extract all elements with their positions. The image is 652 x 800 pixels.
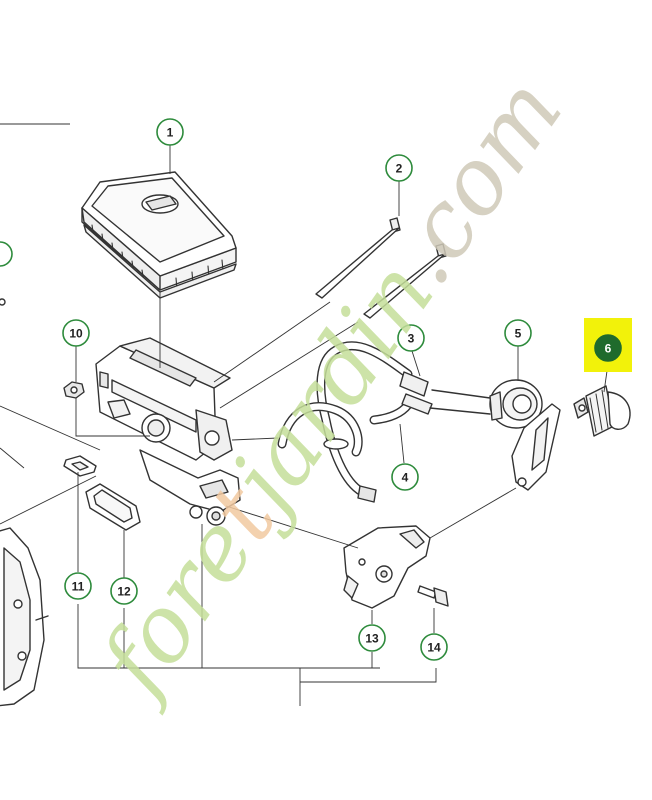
callout-ring [358, 624, 386, 652]
callout-number: 2 [396, 162, 403, 176]
callout-ring [397, 324, 425, 352]
part-choke-lever [343, 525, 431, 609]
callout-11[interactable]: 11 [64, 572, 92, 600]
callout-number: 10 [69, 327, 83, 341]
callout-partial-circle [0, 241, 13, 267]
callout-12[interactable]: 12 [110, 577, 138, 605]
part-primer-housing [489, 379, 561, 491]
callout-1[interactable]: 1 [156, 118, 184, 146]
callout-ring [62, 319, 90, 347]
callout-4[interactable]: 4 [391, 463, 419, 491]
callout-ring [391, 463, 419, 491]
leader-lines [0, 123, 609, 706]
part-bolts [315, 217, 447, 319]
callout-3[interactable]: 3 [397, 324, 425, 352]
callout-number: 13 [365, 632, 379, 646]
callout-number: 3 [408, 332, 415, 346]
callout-6-highlighted[interactable]: 6 [584, 318, 632, 372]
callout-badge [594, 334, 622, 362]
callout-ring [385, 154, 413, 182]
callout-10[interactable]: 10 [62, 319, 90, 347]
callout-number: 11 [72, 580, 85, 594]
part-fuel-hoses [277, 341, 491, 503]
part-primer-bulb [573, 385, 631, 437]
part-carburetor [95, 337, 241, 526]
callout-13[interactable]: 13 [358, 624, 386, 652]
callout-ring [504, 319, 532, 347]
callout-number: 4 [402, 471, 409, 485]
callout-2[interactable]: 2 [385, 154, 413, 182]
callout-ring [156, 118, 184, 146]
part-screw [417, 585, 449, 607]
callout-ring [110, 577, 138, 605]
callout-number: 6 [605, 342, 612, 356]
part-large-gasket [85, 483, 141, 531]
callout-number: 5 [515, 327, 522, 341]
callout-ring [64, 572, 92, 600]
callout-ring [420, 633, 448, 661]
callout-5[interactable]: 5 [504, 319, 532, 347]
part-small-gasket [63, 455, 97, 477]
callout-number: 12 [117, 585, 131, 599]
part-nut [63, 381, 85, 399]
part-air-filter [81, 171, 237, 299]
part-partial-housing [0, 298, 49, 707]
callout-number: 1 [167, 126, 174, 140]
callout-number: 14 [427, 641, 441, 655]
callout-14[interactable]: 14 [420, 633, 448, 661]
